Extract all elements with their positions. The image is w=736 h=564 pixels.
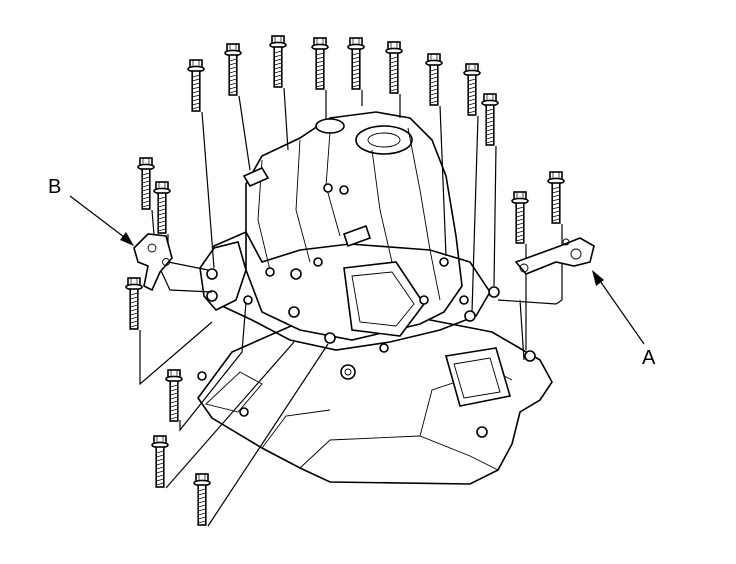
bolt-group-left: [125, 157, 211, 526]
bolt: [425, 53, 443, 106]
bolt: [311, 37, 329, 90]
bolt: [153, 181, 171, 234]
bolt: [463, 63, 481, 116]
bolt: [151, 435, 169, 488]
callout-b-arrow: [69, 195, 129, 241]
bolt: [224, 43, 242, 96]
bolt: [511, 191, 529, 244]
bolt: [165, 369, 183, 422]
callout-a-label: A: [642, 347, 656, 369]
leader-lines: [139, 87, 563, 527]
transmission-housing: [197, 111, 553, 485]
callout-b-label: B: [48, 176, 61, 198]
bolt: [385, 41, 403, 94]
callout-b: B: [48, 176, 134, 246]
bolt: [269, 35, 287, 88]
callout-a-arrow: [597, 277, 645, 345]
callout-b-arrowhead: [120, 232, 134, 246]
callout-a-arrowhead: [592, 270, 604, 286]
callout-a: A: [592, 270, 656, 369]
bolt: [137, 157, 155, 210]
bracket-a: [514, 237, 595, 275]
bolt: [193, 473, 211, 526]
bolt: [125, 277, 143, 330]
bolt: [547, 171, 565, 224]
bolt: [187, 59, 205, 112]
bracket-b: [133, 233, 173, 292]
bolt: [347, 37, 365, 90]
bolt: [481, 93, 499, 146]
